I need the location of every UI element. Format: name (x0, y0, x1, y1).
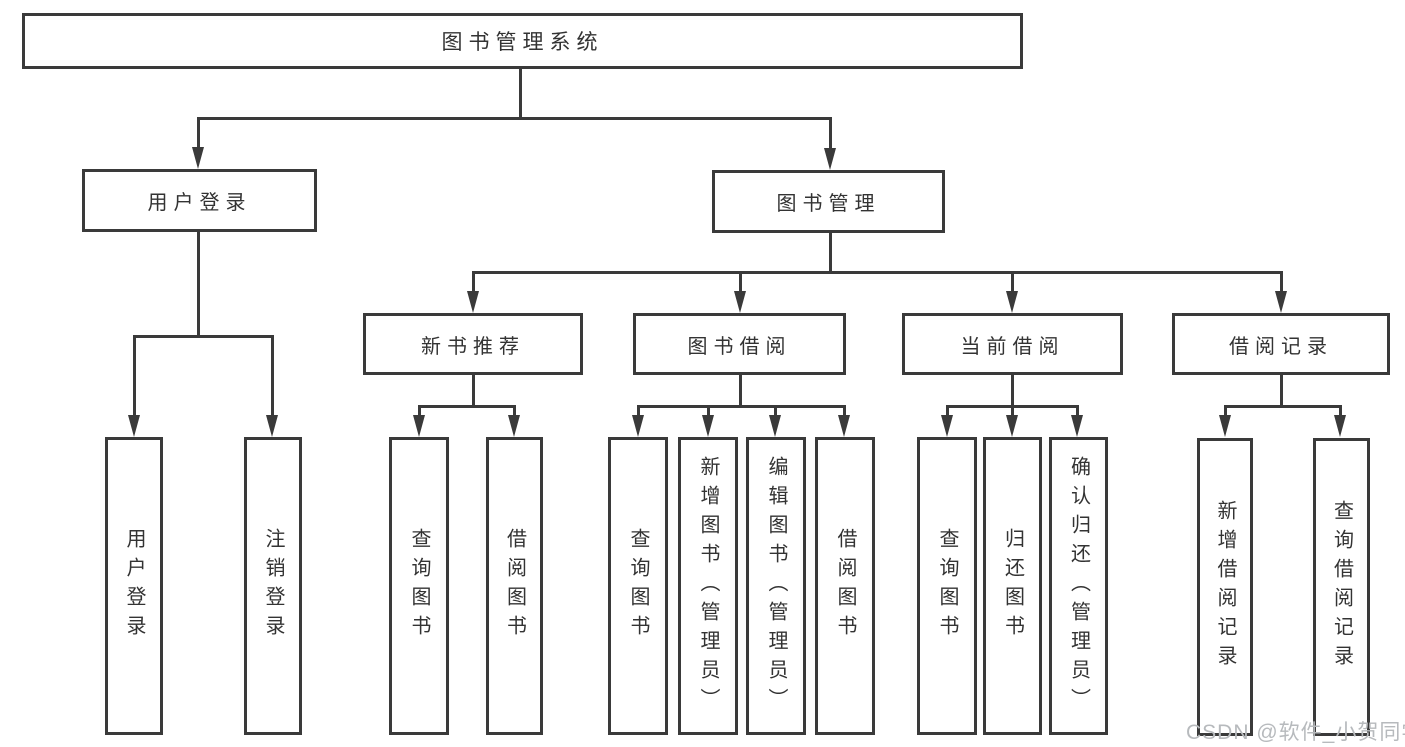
arrow-down-icon (467, 291, 479, 313)
node-library-management-system: 图书管理系统 (22, 13, 1023, 69)
connector-section-stem (472, 375, 475, 408)
arrow-down-icon (632, 415, 644, 437)
connector-drop-leaf (418, 405, 421, 417)
connector-root-stem (519, 69, 522, 119)
arrow-down-icon (266, 415, 278, 437)
node-new-book-recommendation: 新书推荐 (363, 313, 583, 375)
connector-level1-rail (197, 117, 832, 120)
arrow-down-icon (1275, 291, 1287, 313)
connector-drop-leaf (1224, 405, 1227, 417)
arrow-down-icon (508, 415, 520, 437)
connector-section-rail (637, 405, 846, 408)
arrow-down-icon (1334, 415, 1346, 437)
connector-drop-leaf (1339, 405, 1342, 417)
connector-drop-leaf (513, 405, 516, 417)
connector-drop-section (1011, 271, 1014, 293)
arrow-down-icon (824, 148, 836, 170)
connector-drop-section (739, 271, 742, 293)
node-query-books: 查询图书 (917, 437, 977, 735)
node-borrowing-records: 借阅记录 (1172, 313, 1390, 375)
node-add-borrow-record: 新增借阅记录 (1197, 438, 1253, 736)
connector-drop-leaf (707, 405, 710, 417)
node-book-borrowing: 图书借阅 (633, 313, 846, 375)
node-add-books-admin: 新增图书（管理员） (678, 437, 738, 735)
arrow-down-icon (128, 415, 140, 437)
node-user-login: 用户登录 (82, 169, 317, 232)
connector-user-login-rail (133, 335, 274, 338)
connector-user-login-stem (197, 232, 200, 338)
node-query-books: 查询图书 (608, 437, 668, 735)
connector-drop-leaf (946, 405, 949, 417)
watermark: CSDN @软件_小贺同学 (1186, 721, 1405, 744)
connector-drop-section (472, 271, 475, 293)
arrow-down-icon (1071, 415, 1083, 437)
arrow-down-icon (734, 291, 746, 313)
node-borrow-books: 借阅图书 (486, 437, 543, 735)
connector-drop-book-management (829, 117, 832, 151)
arrow-down-icon (769, 415, 781, 437)
connector-drop-leaf (637, 405, 640, 417)
node-query-books: 查询图书 (389, 437, 449, 735)
connector-section-stem (1011, 375, 1014, 408)
connector-section-rail (418, 405, 516, 408)
connector-drop-leaf (1076, 405, 1079, 417)
arrow-down-icon (1219, 415, 1231, 437)
connector-drop-section (1280, 271, 1283, 293)
node-current-borrowing: 当前借阅 (902, 313, 1123, 375)
arrow-down-icon (192, 147, 204, 169)
arrow-down-icon (413, 415, 425, 437)
connector-drop-leaf (843, 405, 846, 417)
node-book-management: 图书管理 (712, 170, 945, 233)
connector-section-rail (1224, 405, 1342, 408)
arrow-down-icon (1006, 291, 1018, 313)
connector-section-stem (739, 375, 742, 408)
connector-drop-leaf (133, 335, 136, 417)
node-edit-books-admin: 编辑图书（管理员） (746, 437, 806, 735)
arrow-down-icon (1006, 415, 1018, 437)
connector-section-stem (1280, 375, 1283, 408)
connector-drop-leaf (774, 405, 777, 417)
connector-level3-rail (472, 271, 1282, 274)
arrow-down-icon (941, 415, 953, 437)
node-return-books: 归还图书 (983, 437, 1042, 735)
arrow-down-icon (702, 415, 714, 437)
arrow-down-icon (838, 415, 850, 437)
node-confirm-return-admin: 确认归还（管理员） (1049, 437, 1108, 735)
connector-drop-user-login (197, 117, 200, 151)
connector-book-management-stem (829, 233, 832, 273)
node-user-login-leaf: 用户登录 (105, 437, 163, 735)
connector-drop-leaf (271, 335, 274, 417)
node-query-borrow-record: 查询借阅记录 (1313, 438, 1370, 736)
node-logout: 注销登录 (244, 437, 302, 735)
connector-drop-leaf (1011, 405, 1014, 417)
node-borrow-books: 借阅图书 (815, 437, 875, 735)
